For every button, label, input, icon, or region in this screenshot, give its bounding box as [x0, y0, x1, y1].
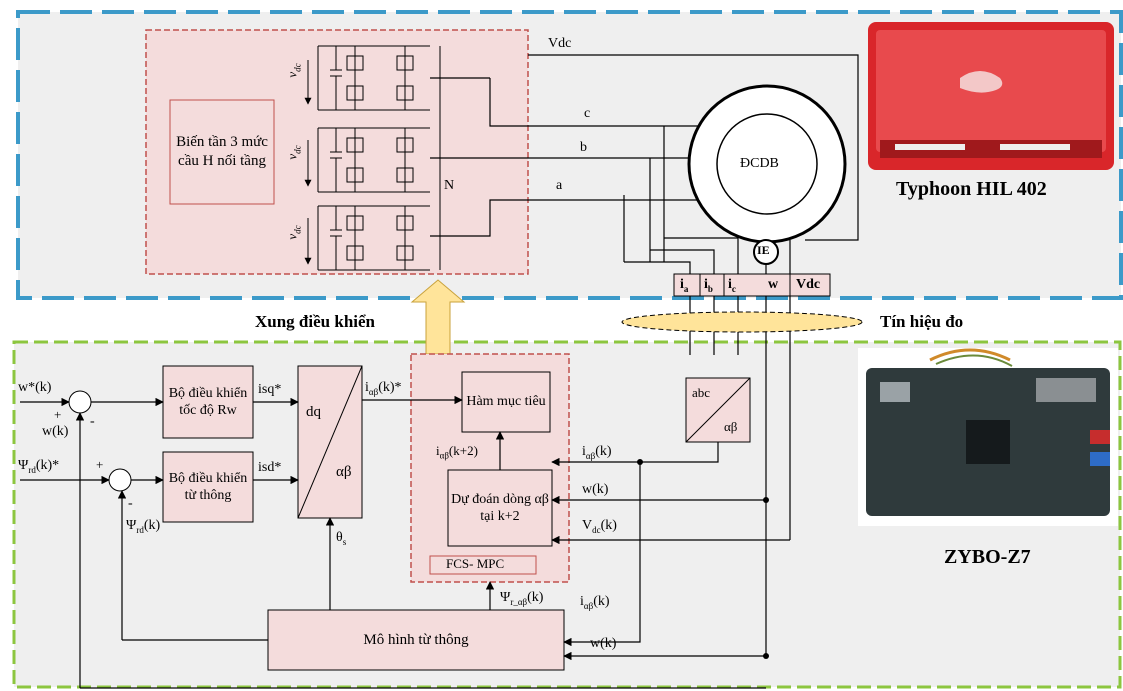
i-ref-label: iαβ(k)* [365, 380, 402, 397]
mpc-tag-label: FCS- MPC [446, 557, 504, 572]
vdc-label-1: vdc [286, 63, 303, 77]
dq-label: dq [306, 404, 321, 421]
flux-minus: - [128, 496, 133, 512]
flux-ctrl-label: Bộ điều khiển từ thông [166, 454, 250, 520]
theta-label: θs [336, 530, 346, 547]
isd-label: isd* [258, 460, 281, 476]
phase-b-label: b [580, 140, 587, 156]
flux-plus: + [96, 458, 103, 473]
meas-w: w [768, 277, 778, 293]
neutral-label: N [444, 178, 454, 194]
speed-fb-label: w(k) [42, 424, 68, 440]
meas-vdc: Vdc [796, 277, 820, 293]
inverter-label: Biến tần 3 mức cầu H nối tầng [172, 102, 272, 202]
motor-label: ĐCDB [740, 156, 779, 172]
predict-label: Dự đoán dòng αβ tại k+2 [450, 472, 550, 544]
speed-ctrl-label: Bộ điều khiển tốc độ Rw [166, 368, 250, 436]
fpga-label: ZYBO-Z7 [944, 546, 1031, 569]
ab-label: αβ [724, 420, 737, 435]
vdc-meas-label: Vdc(k) [582, 518, 617, 535]
hil-label: Typhoon HIL 402 [896, 178, 1047, 201]
cost-label: Hàm mục tiêu [464, 374, 548, 430]
phase-a-label: a [556, 178, 562, 194]
abc-label: abc [692, 386, 710, 401]
measurements-label: Tín hiệu đo [880, 312, 963, 332]
i-meas-label-1: iαβ(k) [582, 444, 612, 461]
flux-fb-label: Ψrd(k) [126, 518, 160, 535]
meas-ib: ib [704, 277, 713, 294]
flux-sum [109, 469, 131, 491]
vdc-label-2: vdc [286, 145, 303, 159]
flux-model-label: Mô hình từ thông [270, 612, 562, 668]
speed-sum [69, 391, 91, 413]
w-meas-label-1: w(k) [582, 482, 608, 498]
meas-ic: ic [728, 277, 736, 294]
speed-ref-label: w*(k) [18, 380, 51, 396]
speed-minus: - [90, 414, 95, 430]
encoder-label: IE [757, 244, 770, 258]
isq-label: isq* [258, 382, 281, 398]
i-meas-label-2: iαβ(k) [580, 594, 610, 611]
w-meas-label-2: w(k) [590, 636, 616, 652]
vdc-label-3: vdc [286, 225, 303, 239]
zybo-board [858, 348, 1118, 526]
flux-ref-label: Ψrd(k)* [18, 458, 59, 475]
psi-model-label: Ψr_αβ(k) [500, 590, 543, 607]
meas-ia: ia [680, 277, 688, 294]
speed-plus: + [54, 408, 61, 423]
phase-c-label: c [584, 106, 590, 122]
typhoon-device [868, 22, 1114, 170]
vdc-line-label: Vdc [548, 36, 571, 52]
measurement-ellipse [622, 312, 862, 332]
dq-ab-label: αβ [336, 464, 352, 481]
pulses-label: Xung điều khiển [255, 312, 375, 332]
i-pred-label: iαβ(k+2) [436, 444, 478, 461]
